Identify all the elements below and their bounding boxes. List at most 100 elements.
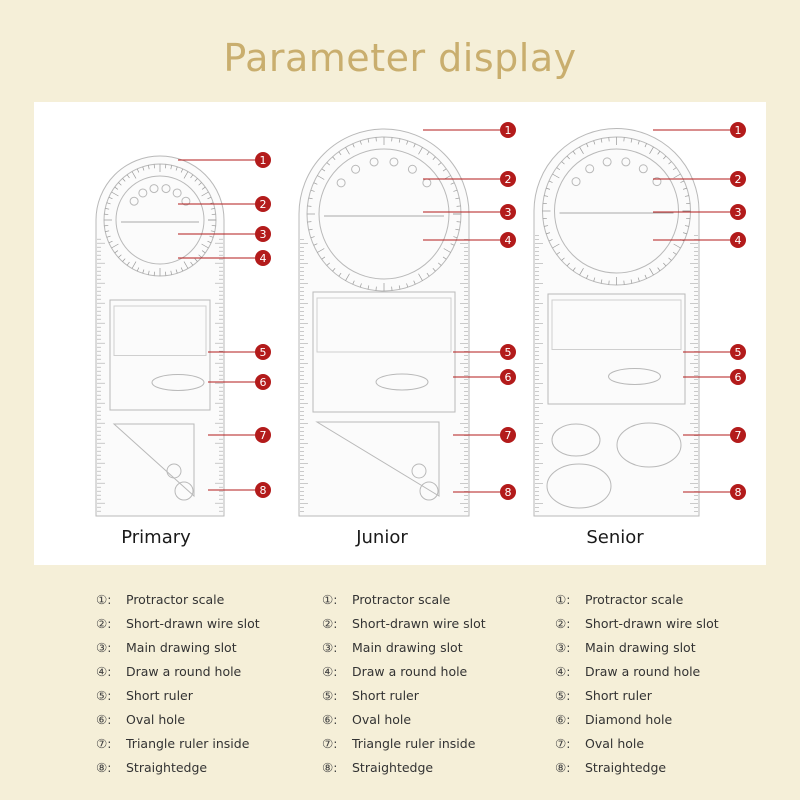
rect-inner [551, 299, 682, 350]
protractor-inner-ring [115, 175, 205, 265]
legend-item-number: ⑥: [555, 712, 571, 727]
callout-badge [500, 484, 516, 500]
protractor-tick [207, 196, 212, 200]
protractor-tick [398, 138, 401, 143]
callout-badge [255, 226, 271, 242]
protractor-tick [190, 261, 194, 266]
callout-badge [730, 122, 746, 138]
protractor-tick [175, 269, 178, 274]
protractor-tick [649, 267, 654, 276]
protractor-tick [644, 274, 647, 279]
callout-badge [500, 122, 516, 138]
protractor-tick [210, 230, 215, 232]
protractor-tick [194, 258, 198, 262]
legend-item-number: ④: [96, 664, 112, 679]
legend-item-text: Straightedge [126, 760, 208, 775]
protractor-tick [426, 151, 430, 156]
legend-item: ⑤:Short ruler [555, 684, 775, 708]
protractor-tick [310, 189, 315, 192]
protractor-tick [118, 182, 122, 186]
protractor-tick [308, 197, 313, 200]
legend-item: ⑤:Short ruler [96, 684, 316, 708]
legend-item: ⑤:Short ruler [322, 684, 542, 708]
protractor-tick [600, 279, 603, 284]
small-hole [369, 157, 379, 167]
legend-item-text: Protractor scale [585, 592, 684, 607]
callout-number: 4 [735, 234, 742, 247]
rect-inner [113, 305, 207, 356]
protractor-tick [432, 156, 436, 160]
legend-item-number: ⑦: [555, 736, 571, 751]
legend-item: ⑦:Triangle ruler inside [322, 732, 542, 756]
protractor-tick [345, 147, 350, 155]
protractor-tick [546, 232, 551, 235]
protractor-tick [310, 236, 315, 239]
callout-number: 4 [505, 234, 512, 247]
protractor-tick [170, 270, 172, 275]
callout-number: 1 [505, 124, 512, 137]
small-hole [407, 164, 417, 174]
protractor-tick [453, 189, 458, 192]
protractor-tick [359, 283, 362, 288]
callout-badge [500, 171, 516, 187]
callout-number: 3 [505, 206, 512, 219]
legend-item: ⑧:Straightedge [96, 756, 316, 780]
protractor-tick [552, 173, 560, 179]
legend-item: ②:Short-drawn wire slot [96, 612, 316, 636]
callout-number: 4 [260, 252, 267, 265]
oval-hole [151, 374, 205, 391]
round-hole [174, 481, 194, 501]
protractor-tick [438, 262, 442, 266]
protractor-tick [561, 161, 565, 165]
protractor-tick [108, 196, 113, 200]
protractor-tick [352, 280, 355, 285]
protractor-tick [359, 140, 362, 145]
legend-item-number: ⑦: [96, 736, 112, 751]
protractor-tick [201, 243, 209, 249]
round-hole [166, 463, 182, 479]
protractor-tick [136, 267, 140, 272]
protractor-tick [106, 202, 111, 205]
callout-number: 1 [260, 154, 267, 167]
protractor-tick [630, 279, 633, 284]
legend-item-text: Protractor scale [126, 592, 225, 607]
protractor-tick [572, 267, 576, 272]
protractor-tick [649, 146, 654, 155]
legend-item: ⑦:Oval hole [555, 732, 775, 756]
triangle-ruler [315, 421, 440, 497]
protractor-tick [114, 250, 119, 254]
legend-item-text: Straightedge [585, 760, 667, 775]
legend-item-number: ⑥: [322, 712, 338, 727]
protractor-tick [442, 256, 447, 260]
protractor-tick [406, 283, 409, 288]
product-label-senior: Senior [586, 527, 644, 548]
legend-item-number: ③: [96, 640, 112, 655]
callout-badge [255, 374, 271, 390]
protractor-tick [106, 235, 111, 238]
callout-badge [500, 344, 516, 360]
protractor-tick [682, 187, 687, 190]
protractor-tick [183, 261, 189, 269]
legend-item-number: ⑤: [322, 688, 338, 703]
rect-window [547, 293, 686, 405]
protractor-tick [579, 267, 584, 276]
legend-item-text: Oval hole [126, 712, 186, 727]
ruler-1 [298, 128, 470, 517]
legend-item: ①:Protractor scale [96, 588, 316, 612]
legend-item-text: Oval hole [352, 712, 412, 727]
callout-number: 5 [260, 346, 267, 359]
callout-badge [730, 344, 746, 360]
legend-item-text: Diamond hole [585, 712, 673, 727]
protractor-tick [367, 285, 370, 290]
callout-badge [255, 344, 271, 360]
protractor-tick [552, 243, 560, 249]
protractor-tick [684, 225, 689, 227]
legend-item-text: Draw a round hole [352, 664, 468, 679]
legend-item: ⑧:Straightedge [322, 756, 542, 780]
legend-item-number: ⑤: [96, 688, 112, 703]
rect-inner [316, 297, 452, 353]
protractor-tick [198, 254, 202, 258]
protractor-tick [644, 143, 647, 148]
protractor-tick [566, 155, 570, 160]
